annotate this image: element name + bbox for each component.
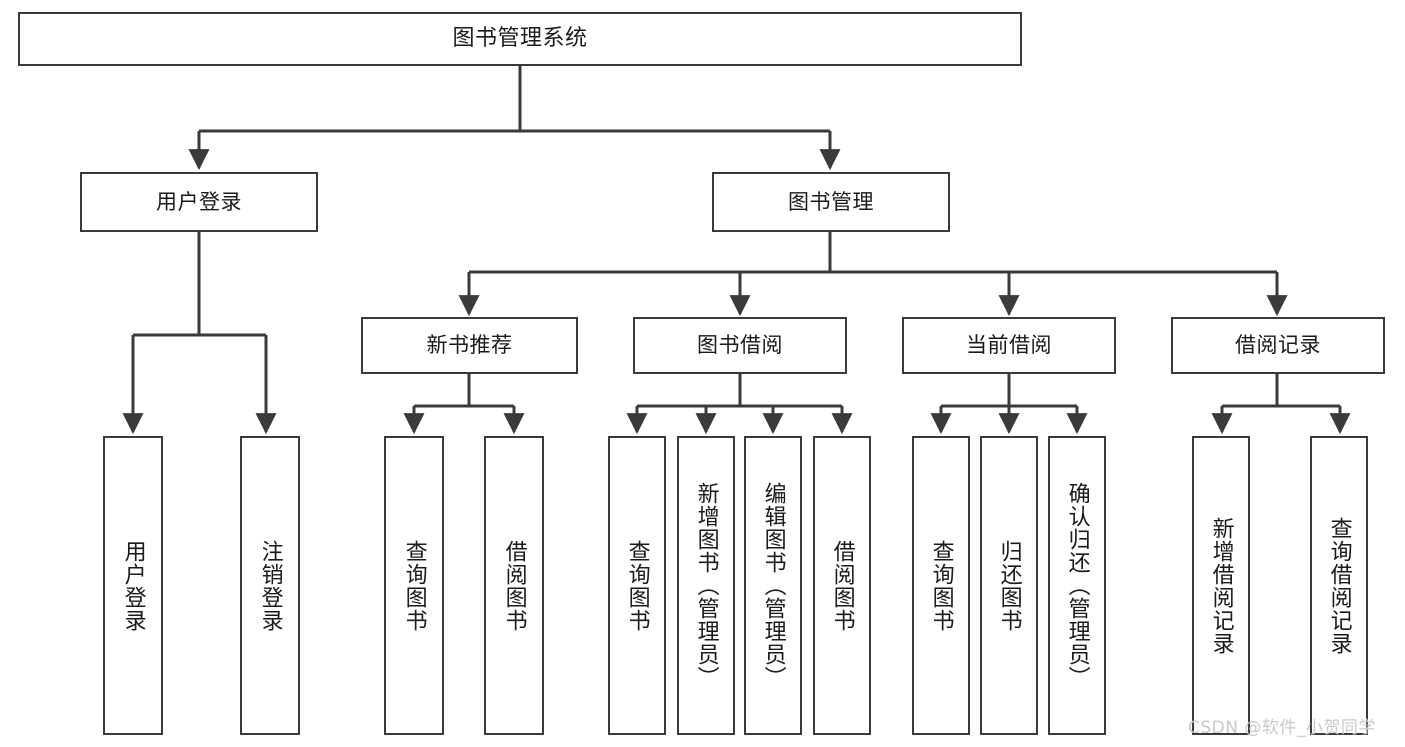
node-label: 用户登录 (120, 539, 146, 632)
node-label: 借阅记录 (1235, 333, 1321, 358)
node-current-borrow[interactable]: 当前借阅 (902, 317, 1116, 374)
node-label: 新增借阅记录 (1208, 516, 1234, 655)
node-user-login[interactable]: 用户登录 (80, 172, 318, 232)
leaf-query-borrow-record[interactable]: 查询借阅记录 (1310, 436, 1368, 735)
node-new-book-recommend[interactable]: 新书推荐 (361, 317, 578, 374)
node-label: 用户登录 (156, 189, 242, 214)
node-label: 查询图书 (624, 539, 650, 632)
node-label: 借阅图书 (501, 539, 527, 632)
node-label: 注销登录 (257, 539, 283, 632)
node-label: 归还图书 (996, 539, 1022, 632)
leaf-query-book-new[interactable]: 查询图书 (384, 436, 444, 735)
node-label: 确认归还（管理员） (1064, 482, 1090, 689)
node-book-management[interactable]: 图书管理 (712, 172, 950, 232)
leaf-return-book[interactable]: 归还图书 (980, 436, 1038, 735)
node-label: 图书管理系统 (452, 26, 588, 52)
node-label: 新增图书（管理员） (693, 482, 719, 689)
node-label: 编辑图书（管理员） (760, 482, 786, 689)
node-borrow-record[interactable]: 借阅记录 (1171, 317, 1385, 374)
node-label: 图书借阅 (697, 333, 783, 358)
leaf-edit-book-admin[interactable]: 编辑图书（管理员） (744, 436, 802, 735)
node-label: 查询图书 (401, 539, 427, 632)
leaf-add-book-admin[interactable]: 新增图书（管理员） (677, 436, 735, 735)
leaf-confirm-return-admin[interactable]: 确认归还（管理员） (1048, 436, 1106, 735)
node-label: 查询图书 (928, 539, 954, 632)
leaf-borrow-book-new[interactable]: 借阅图书 (484, 436, 544, 735)
node-label: 当前借阅 (966, 333, 1052, 358)
node-label: 新书推荐 (426, 333, 513, 358)
leaf-add-borrow-record[interactable]: 新增借阅记录 (1192, 436, 1250, 735)
leaf-query-book-borrow[interactable]: 查询图书 (608, 436, 666, 735)
node-label: 借阅图书 (829, 539, 855, 632)
node-root-book-management-system[interactable]: 图书管理系统 (18, 12, 1022, 66)
leaf-query-book-current[interactable]: 查询图书 (912, 436, 970, 735)
csdn-watermark: CSDN @软件_小贺同学 (1188, 718, 1376, 738)
node-label: 查询借阅记录 (1326, 516, 1352, 655)
leaf-logout[interactable]: 注销登录 (240, 436, 300, 735)
node-label: 图书管理 (788, 189, 874, 214)
leaf-user-login[interactable]: 用户登录 (103, 436, 163, 735)
node-book-borrow[interactable]: 图书借阅 (633, 317, 847, 374)
leaf-borrow-book[interactable]: 借阅图书 (813, 436, 871, 735)
